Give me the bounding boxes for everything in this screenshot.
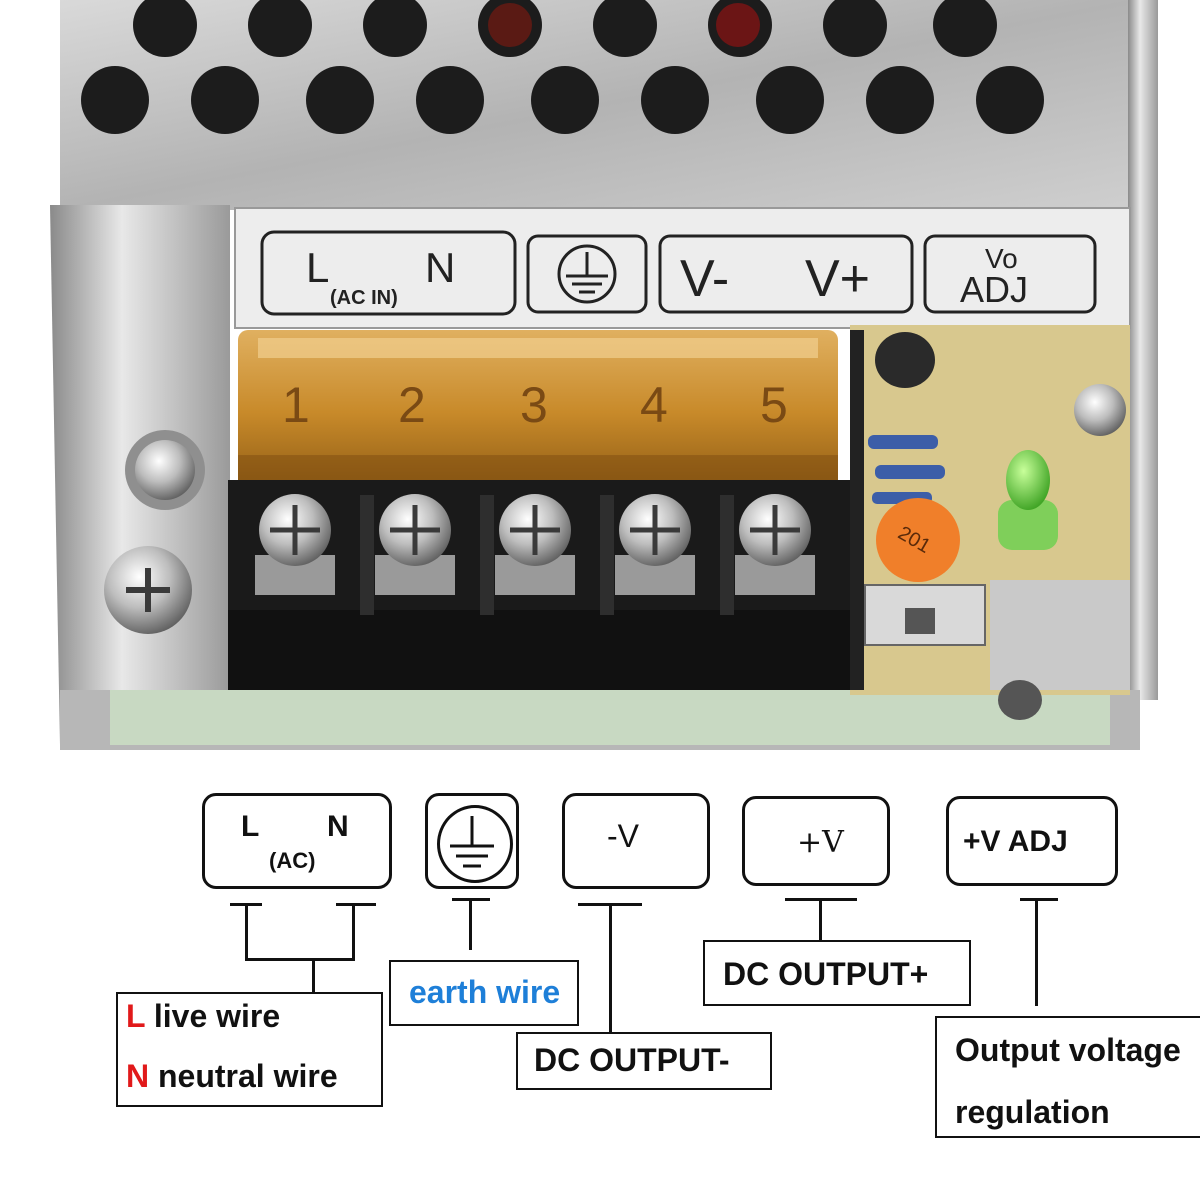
neutral-wire-text: neutral wire	[149, 1058, 338, 1094]
output-voltage-label: Output voltage	[955, 1032, 1181, 1068]
terminal-number-3: 3	[520, 377, 548, 433]
terminal-number-5: 5	[760, 377, 788, 433]
plate-n-label: N	[425, 244, 455, 291]
led-indicator	[998, 450, 1058, 550]
terminal-number-4: 4	[640, 377, 668, 433]
v-adj-label: +V ADJ	[963, 825, 1068, 858]
pcb-mount-screw	[1074, 384, 1126, 436]
v-minus-label: -V	[607, 818, 639, 854]
terminal-number-1: 1	[282, 377, 310, 433]
output-voltage-regulation-box: Output voltage regulation	[935, 1016, 1200, 1138]
dc-output-plus-label: DC OUTPUT+	[723, 956, 929, 992]
dc-output-plus-label-box: DC OUTPUT+	[703, 940, 971, 1006]
capacitor	[875, 332, 935, 388]
v-minus-symbol: -V	[562, 793, 710, 889]
plate-adj-label: ADJ	[960, 269, 1028, 310]
earth-wire-label: earth wire	[409, 974, 561, 1010]
live-neutral-label-box: L live wire N neutral wire	[116, 992, 383, 1107]
terminal-number-2: 2	[398, 377, 426, 433]
housing-screw-upper	[125, 430, 205, 510]
dc-output-minus-label-box: DC OUTPUT-	[516, 1032, 772, 1090]
neutral-letter: N	[126, 1058, 150, 1094]
plate-ground-icon	[557, 244, 617, 304]
ground-icon	[450, 816, 494, 868]
ac-live-letter: L	[241, 810, 260, 843]
regulation-label: regulation	[955, 1094, 1110, 1130]
ground-circle	[437, 805, 513, 883]
v-adj-symbol: +V ADJ	[946, 796, 1118, 886]
neutral-wire-label: N neutral wire	[126, 1058, 338, 1095]
earth-wire-label-box: earth wire	[389, 960, 579, 1026]
terminal-label-plate: L N (AC IN) V- V+ Vo ADJ	[234, 207, 1131, 329]
ac-neutral-letter: N	[327, 810, 349, 843]
trimmer-potentiometer: 201	[864, 498, 986, 646]
dc-output-minus-label: DC OUTPUT-	[534, 1042, 730, 1078]
plate-v-plus-label: V+	[805, 250, 870, 308]
plate-ac-in-label: (AC IN)	[330, 287, 398, 309]
ac-sub-label: (AC)	[269, 848, 316, 873]
terminal-screws	[255, 494, 815, 595]
plate-v-minus-label: V-	[680, 250, 729, 308]
live-wire-label: L live wire	[126, 998, 280, 1035]
housing-screw-lower	[104, 546, 192, 634]
live-letter: L	[126, 998, 145, 1034]
plate-l-label: L	[306, 244, 329, 291]
v-plus-symbol: +V	[742, 796, 890, 886]
ground-symbol	[425, 793, 519, 889]
terminal-cover: 1 2 3 4 5	[238, 330, 838, 495]
live-wire-text: live wire	[144, 998, 281, 1034]
plate-vo-label: Vo	[985, 243, 1018, 274]
ventilation-holes	[81, 0, 1044, 134]
ac-input-symbol: L N (AC)	[202, 793, 392, 889]
v-plus-label: +V	[797, 825, 844, 860]
power-supply-photo: L N (AC IN) V- V+ Vo ADJ 1 2 3 4 5	[50, 0, 1158, 750]
